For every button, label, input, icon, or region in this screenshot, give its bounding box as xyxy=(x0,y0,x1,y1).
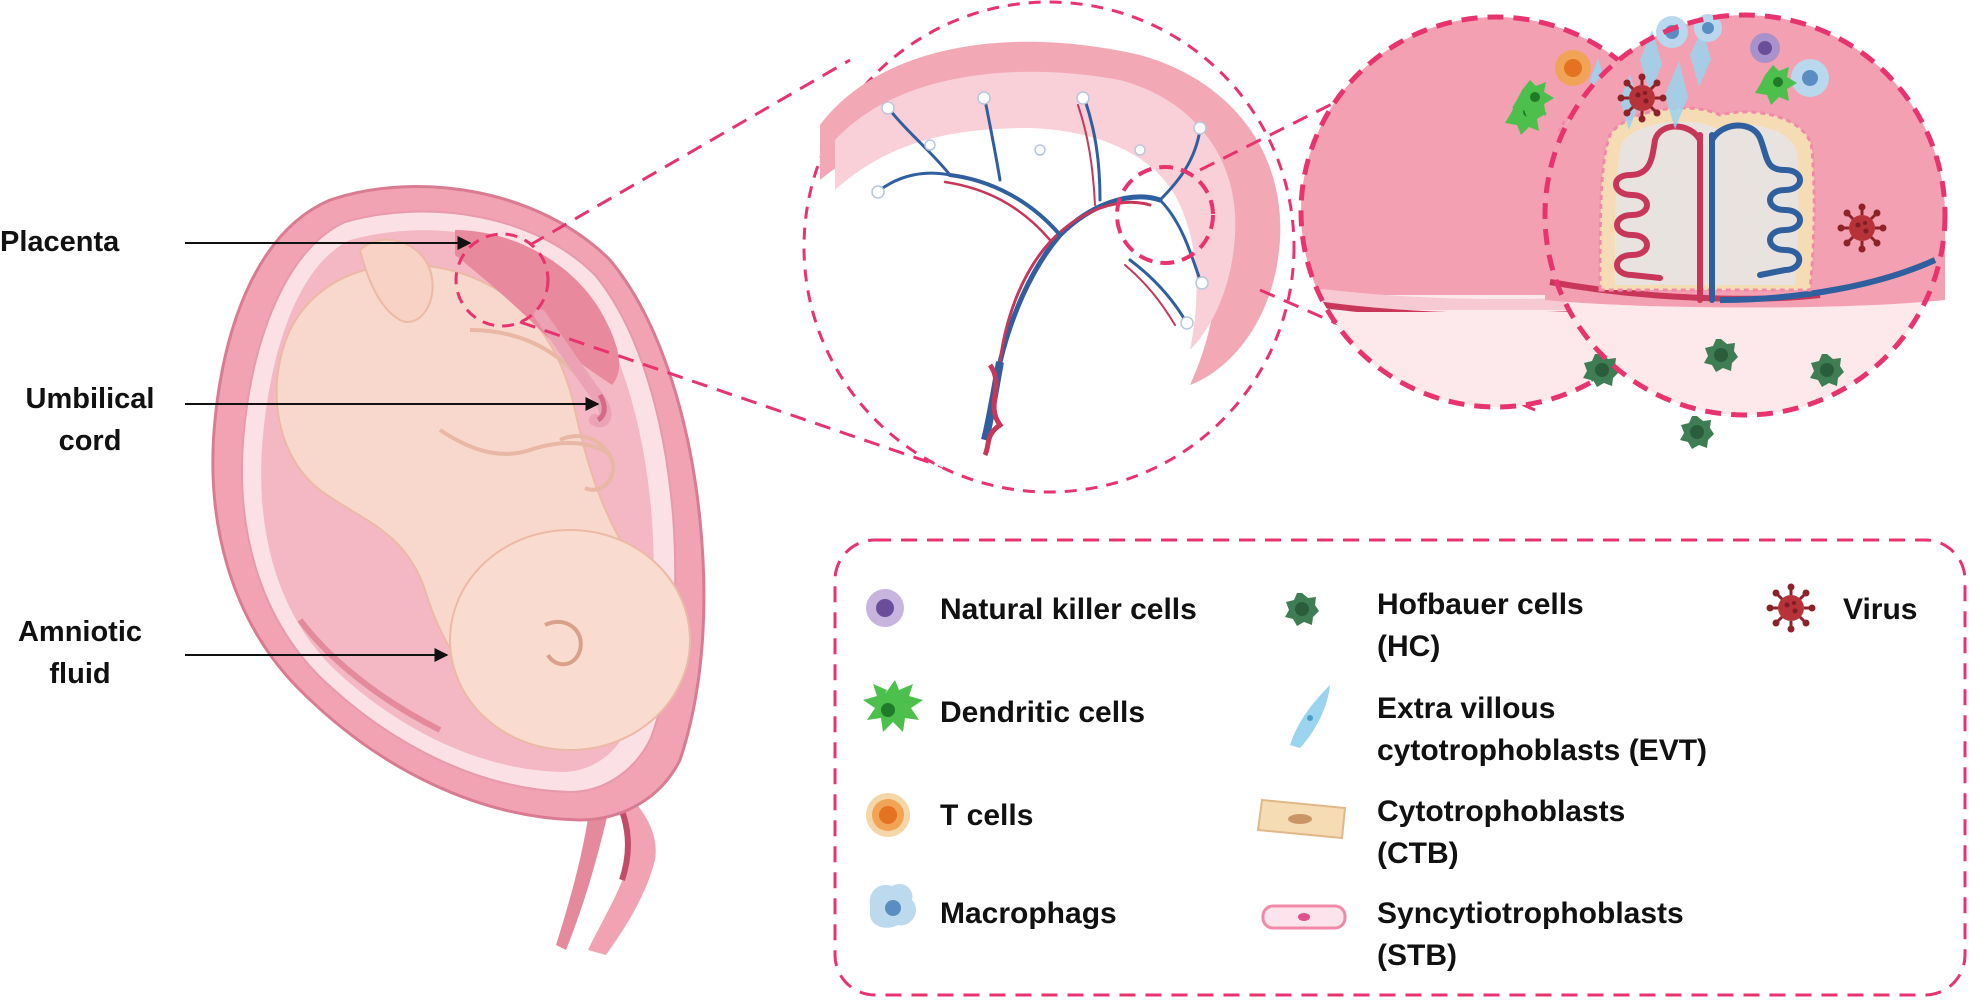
umbilical-line2: cord xyxy=(58,425,122,457)
evt-line2: cytotrophoblasts (EVT) xyxy=(1377,734,1708,767)
placenta-label: Placenta xyxy=(0,221,119,263)
legend-ctb-label: Cytotrophoblasts (CTB) xyxy=(1377,791,1625,875)
stb-cell-icon xyxy=(1261,904,1347,930)
amniotic-line1: Amniotic xyxy=(17,616,143,648)
villus-circle-right xyxy=(1512,12,1948,449)
macrophage-icon xyxy=(869,883,917,928)
legend-box xyxy=(833,538,1967,997)
stb-line1: Syncytiotrophoblasts xyxy=(1377,897,1684,930)
placenta-label-text: Placenta xyxy=(0,226,120,258)
legend-stb-label: Syncytiotrophoblasts (STB) xyxy=(1377,893,1684,977)
legend-tcells-label: T cells xyxy=(940,799,1034,832)
ctb-line2: (CTB) xyxy=(1377,837,1459,870)
nk-cell-icon xyxy=(866,589,904,627)
evt-cell-icon xyxy=(1290,685,1330,748)
umbilical-line1: Umbilical xyxy=(25,383,155,415)
virus-icon xyxy=(1765,582,1817,634)
legend-macro-label: Macrophags xyxy=(940,897,1117,930)
t-cell-icon xyxy=(866,793,910,837)
stb-line2: (STB) xyxy=(1377,939,1457,972)
dendritic-cell-icon xyxy=(863,680,923,732)
amniotic-fluid-label: Amniotic fluid xyxy=(0,611,160,695)
umbilical-cord-label: Umbilical cord xyxy=(0,378,180,462)
placenta-detail-circle xyxy=(802,0,1296,494)
ctb-line1: Cytotrophoblasts xyxy=(1377,795,1626,828)
evt-line1: Extra villous xyxy=(1377,692,1556,725)
legend-dendritic-label: Dendritic cells xyxy=(940,696,1146,729)
legend-evt-label: Extra villous cytotrophoblasts (EVT) xyxy=(1377,688,1707,772)
legend-hofbauer-label: Hofbauer cells (HC) xyxy=(1377,584,1584,668)
ctb-cell-icon xyxy=(1256,798,1347,840)
placenta-zoom-marker xyxy=(454,232,550,328)
legend-nk-label: Natural killer cells xyxy=(940,593,1197,626)
legend-virus-label: Virus xyxy=(1843,593,1918,626)
amniotic-line2: fluid xyxy=(49,658,111,690)
hofbauer-line1: Hofbauer cells xyxy=(1377,588,1584,621)
uterus-illustration xyxy=(211,185,706,955)
hofbauer-line2: (HC) xyxy=(1377,630,1441,663)
